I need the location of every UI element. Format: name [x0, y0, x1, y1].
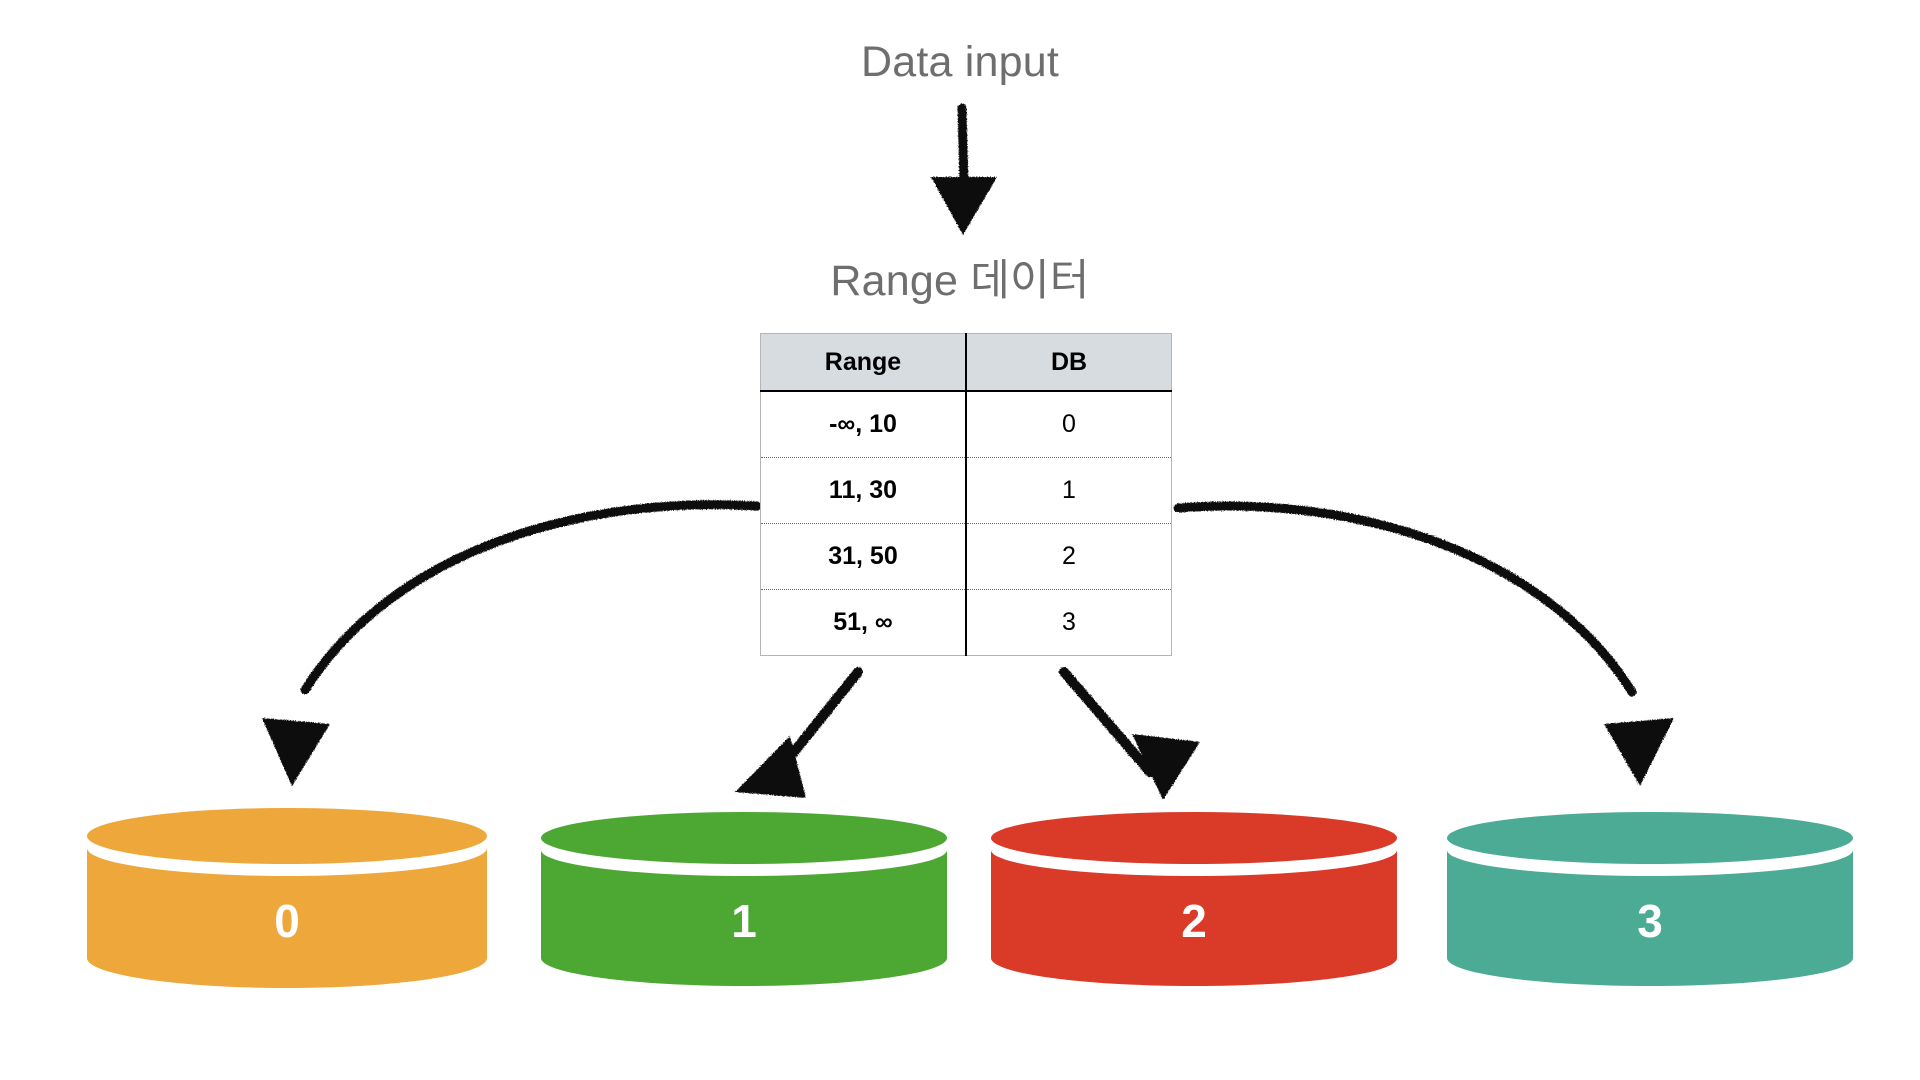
database-cylinder-1: 1 — [538, 810, 950, 990]
data-input-label: Data input — [860, 38, 1060, 86]
cylinder-top-ellipse — [991, 812, 1397, 864]
arrow-table-to-db-1 — [735, 667, 863, 798]
range-data-label: Range 데이터 — [830, 257, 1090, 305]
table-row: 31, 50 2 — [760, 523, 1172, 590]
range-routing-table: Range DB -∞, 10 0 11, 30 1 31, 50 2 51, … — [760, 333, 1172, 656]
cylinder-top-ellipse — [1447, 812, 1853, 864]
cell-db: 0 — [1062, 410, 1076, 438]
cell-range: -∞, 10 — [760, 391, 967, 458]
column-header-db: DB — [966, 333, 1172, 392]
cylinder-shape-3 — [1447, 812, 1853, 986]
cylinder-shape-1 — [541, 812, 947, 986]
table-row: 11, 30 1 — [760, 457, 1172, 524]
database-cylinder-2: 2 — [988, 810, 1400, 990]
arrow-input-to-table — [931, 103, 997, 235]
cell-range: 51, ∞ — [760, 589, 967, 656]
cylinder-body — [1447, 850, 1853, 986]
database-cylinder-0: 0 — [84, 806, 490, 990]
cylinder-shape-2 — [991, 812, 1397, 986]
cell-db: 1 — [966, 457, 1172, 524]
table-row: 51, ∞ 3 — [760, 589, 1172, 656]
cell-db: 3 — [966, 589, 1172, 656]
arrow-table-to-db-0 — [262, 500, 762, 786]
database-cylinder-3: 3 — [1444, 810, 1856, 990]
cell-db: 2 — [966, 523, 1172, 590]
table-row: -∞, 10 0 — [760, 391, 1172, 458]
cylinder-top-ellipse — [541, 812, 947, 864]
cylinder-body — [541, 850, 947, 986]
arrow-table-to-db-3 — [1173, 501, 1674, 786]
cell-range: 31, 50 — [760, 523, 967, 590]
column-header-range: Range — [760, 333, 967, 392]
cylinder-shape-0 — [87, 808, 487, 988]
cylinder-body — [87, 848, 487, 988]
cylinder-body — [991, 850, 1397, 986]
arrow-table-to-db-2 — [1059, 667, 1200, 800]
cylinder-top-ellipse — [87, 808, 487, 864]
table-header-row: Range DB — [760, 333, 1172, 392]
cell-range: 11, 30 — [760, 457, 967, 524]
